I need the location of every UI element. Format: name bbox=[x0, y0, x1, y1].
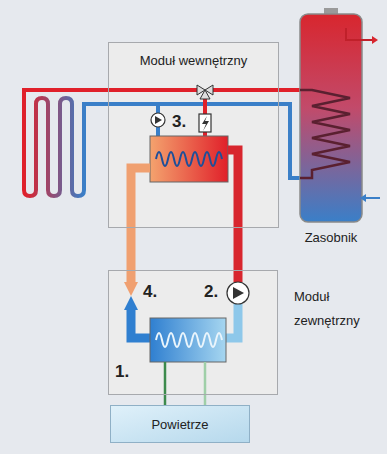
hot-gas-pipe bbox=[228, 150, 238, 228]
supply-pipe bbox=[210, 88, 279, 92]
tank-illustration bbox=[300, 8, 362, 222]
pipe-connector bbox=[279, 104, 300, 178]
air-line bbox=[204, 362, 207, 395]
callout-number: 3. bbox=[172, 112, 186, 132]
floor-heating-coil bbox=[24, 98, 84, 196]
pump-symbol bbox=[155, 116, 162, 124]
suction-pipe bbox=[226, 304, 238, 338]
heater-symbol bbox=[202, 116, 209, 131]
hot-gas-pipe bbox=[234, 270, 243, 282]
expansion-valve bbox=[124, 296, 138, 310]
pipe-connector bbox=[164, 395, 167, 405]
return-pipe bbox=[82, 102, 279, 106]
heater-pipe bbox=[203, 98, 207, 114]
condenser bbox=[150, 136, 228, 182]
callout-number: 4. bbox=[143, 282, 157, 302]
outdoor-module: Moduł zewnętrzny bbox=[108, 270, 278, 395]
outdoor-module-fill bbox=[108, 270, 278, 395]
evaporator-coil bbox=[156, 333, 222, 347]
compressor-symbol bbox=[233, 287, 244, 299]
pipe-connector bbox=[234, 228, 243, 270]
node-label: Moduł wewnętrzny bbox=[140, 53, 248, 68]
floor-supply-pipe bbox=[24, 90, 200, 100]
liquid-pipe bbox=[127, 270, 136, 283]
pipe-connector bbox=[204, 395, 207, 405]
evaporator bbox=[150, 318, 226, 362]
expansion-valve bbox=[124, 282, 138, 296]
indoor-module-fill bbox=[108, 42, 279, 228]
callout-number: 2. bbox=[204, 282, 218, 302]
tank-coil bbox=[300, 90, 350, 178]
heater-symbol bbox=[199, 114, 211, 132]
node-label: Moduł zewnętrzny bbox=[294, 285, 376, 333]
air-fill bbox=[110, 405, 250, 443]
air-line bbox=[164, 362, 167, 395]
condenser-coil bbox=[156, 152, 222, 166]
outlet-arrow bbox=[372, 36, 378, 44]
compressor-symbol bbox=[227, 282, 249, 304]
node-label: Zasobnik bbox=[305, 230, 358, 245]
liquid-pipe bbox=[131, 168, 150, 228]
indoor-module: Moduł wewnętrzny bbox=[108, 42, 279, 228]
heater-pipe bbox=[203, 132, 207, 136]
pipe-connector bbox=[127, 228, 136, 270]
cold-water-inlet bbox=[366, 197, 380, 199]
storage-tank: Zasobnik bbox=[300, 8, 362, 252]
hot-water-outlet bbox=[346, 28, 372, 40]
node-label: Powietrze bbox=[151, 417, 208, 432]
callout-number: 1. bbox=[115, 362, 129, 382]
inlet-arrow bbox=[360, 194, 366, 202]
pump-symbol bbox=[151, 113, 165, 127]
air-source: Powietrze bbox=[110, 405, 250, 443]
three-way-valve bbox=[200, 90, 210, 99]
tank-outline bbox=[300, 14, 362, 222]
pipe-connector bbox=[279, 88, 300, 92]
cold-pipe bbox=[131, 309, 150, 338]
